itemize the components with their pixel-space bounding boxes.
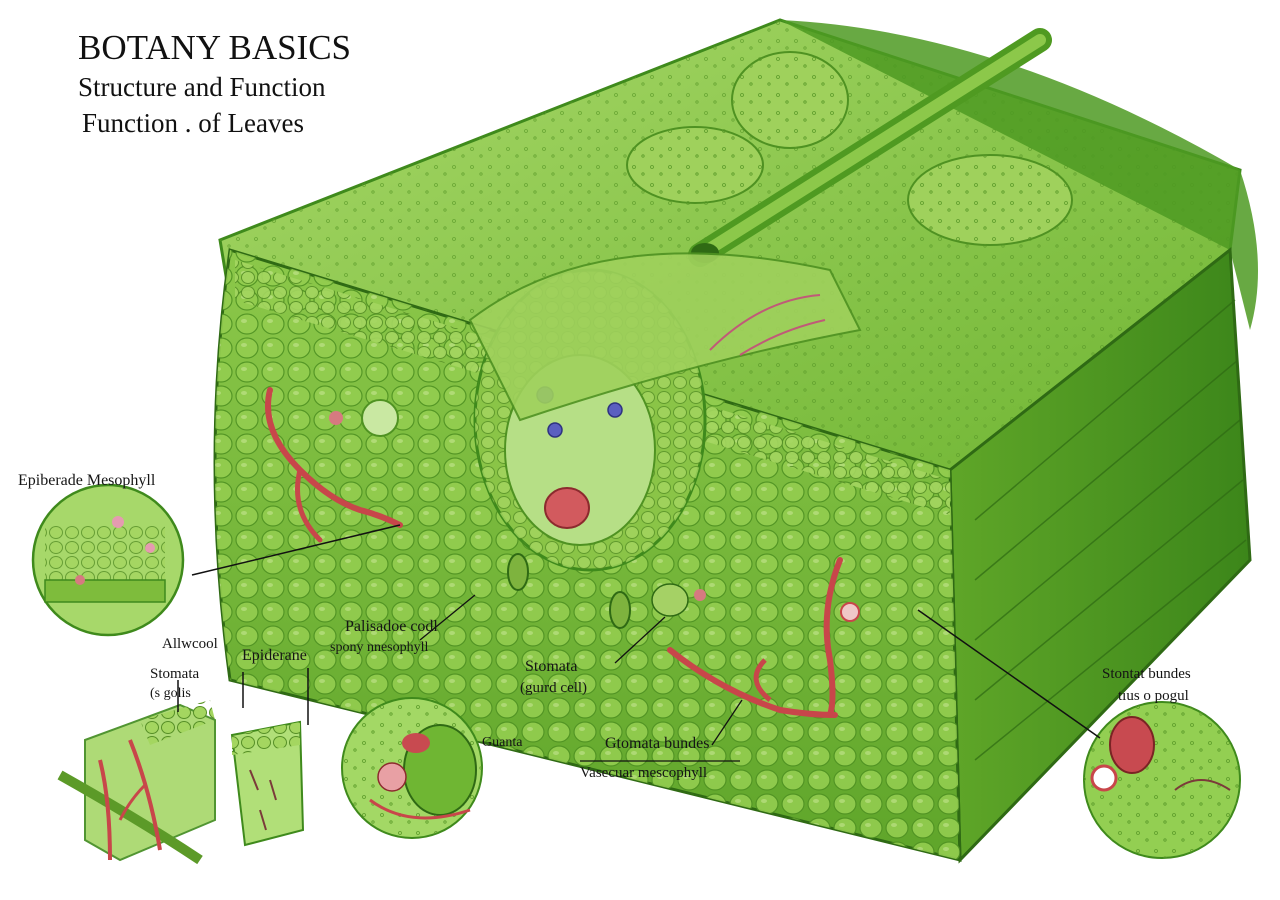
red-vein-right xyxy=(823,557,843,718)
label-vascular-mesophyll: Vasecuar mescophyll xyxy=(580,765,708,781)
diagram-title: BOTANY BASICS xyxy=(78,28,352,67)
label-stomtat-sub: tıus o pogul xyxy=(1118,688,1189,704)
red-organelle xyxy=(544,487,590,529)
label-palisade: Palisadoe codl xyxy=(345,618,438,635)
label-allwcool: Allwcool xyxy=(162,636,218,652)
leader-mesophyll xyxy=(191,524,401,576)
epiderane-block-illustration xyxy=(230,720,305,847)
guard-cell-illustration xyxy=(341,697,483,839)
label-epiderade-mesophyll: Epiberade Mesophyll xyxy=(18,472,156,489)
label-epiderane: Epiderane xyxy=(242,647,307,664)
label-guard-cell: (guırd cell) xyxy=(520,680,588,696)
label-stomata-mid: Stomata xyxy=(525,658,578,675)
label-spongy: spony nnesophyll xyxy=(330,640,429,655)
nucleus-2 xyxy=(607,402,623,418)
label-stomata-left-sub: (s golis xyxy=(150,686,191,701)
inset-vascular-bundle xyxy=(1083,701,1241,859)
label-stomtat-bundes: Stontat bundes xyxy=(1102,666,1191,682)
diagram-subtitle: Structure and Function xyxy=(78,72,326,102)
leader-bundle xyxy=(917,609,1101,739)
label-guanta: Guanta xyxy=(482,735,523,750)
leaf-fuzzy-edge xyxy=(780,20,1258,330)
stomata-block-illustration xyxy=(57,700,216,865)
label-stomata-left: Stomata xyxy=(150,666,200,682)
nucleus-3 xyxy=(547,422,563,438)
diagram-subtitle-2: Function . of Leaves xyxy=(82,108,304,138)
label-gtomata-bundes: Gtomata bundes xyxy=(605,735,710,752)
red-vein-left xyxy=(265,387,403,528)
